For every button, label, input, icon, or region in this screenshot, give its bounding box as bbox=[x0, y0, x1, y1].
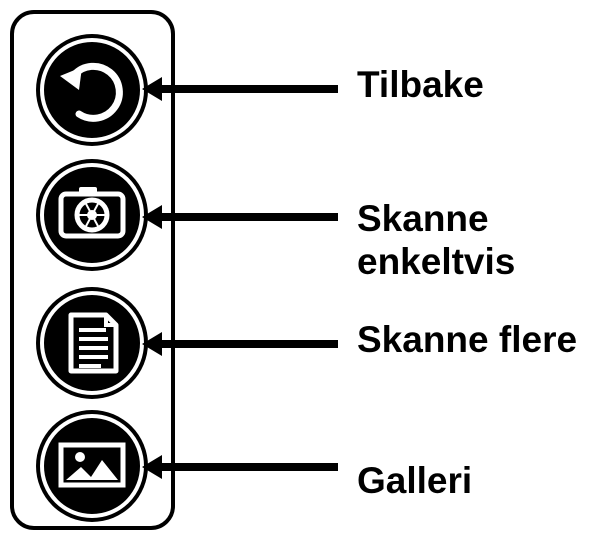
gallery-label: Galleri bbox=[357, 460, 473, 501]
scan-single-button[interactable] bbox=[36, 159, 148, 271]
back-icon bbox=[40, 38, 144, 142]
back-label: Tilbake bbox=[357, 64, 484, 105]
gallery-button[interactable] bbox=[36, 410, 148, 522]
scan-single-label-line-2: enkeltvis bbox=[357, 240, 516, 282]
gallery-icon bbox=[40, 414, 144, 518]
scan-single-arrow bbox=[142, 203, 338, 231]
back-arrow bbox=[142, 75, 338, 103]
gallery-arrow bbox=[142, 453, 338, 481]
document-icon bbox=[40, 291, 144, 395]
scan-single-label-line-1: Skanne bbox=[357, 198, 489, 239]
scan-multiple-arrow bbox=[142, 330, 338, 358]
scan-multiple-button[interactable] bbox=[36, 287, 148, 399]
scan-single-label: Skanne enkeltvis bbox=[357, 198, 515, 283]
camera-icon bbox=[40, 163, 144, 267]
back-button[interactable] bbox=[36, 34, 148, 146]
scan-multiple-label: Skanne flere bbox=[357, 319, 578, 360]
